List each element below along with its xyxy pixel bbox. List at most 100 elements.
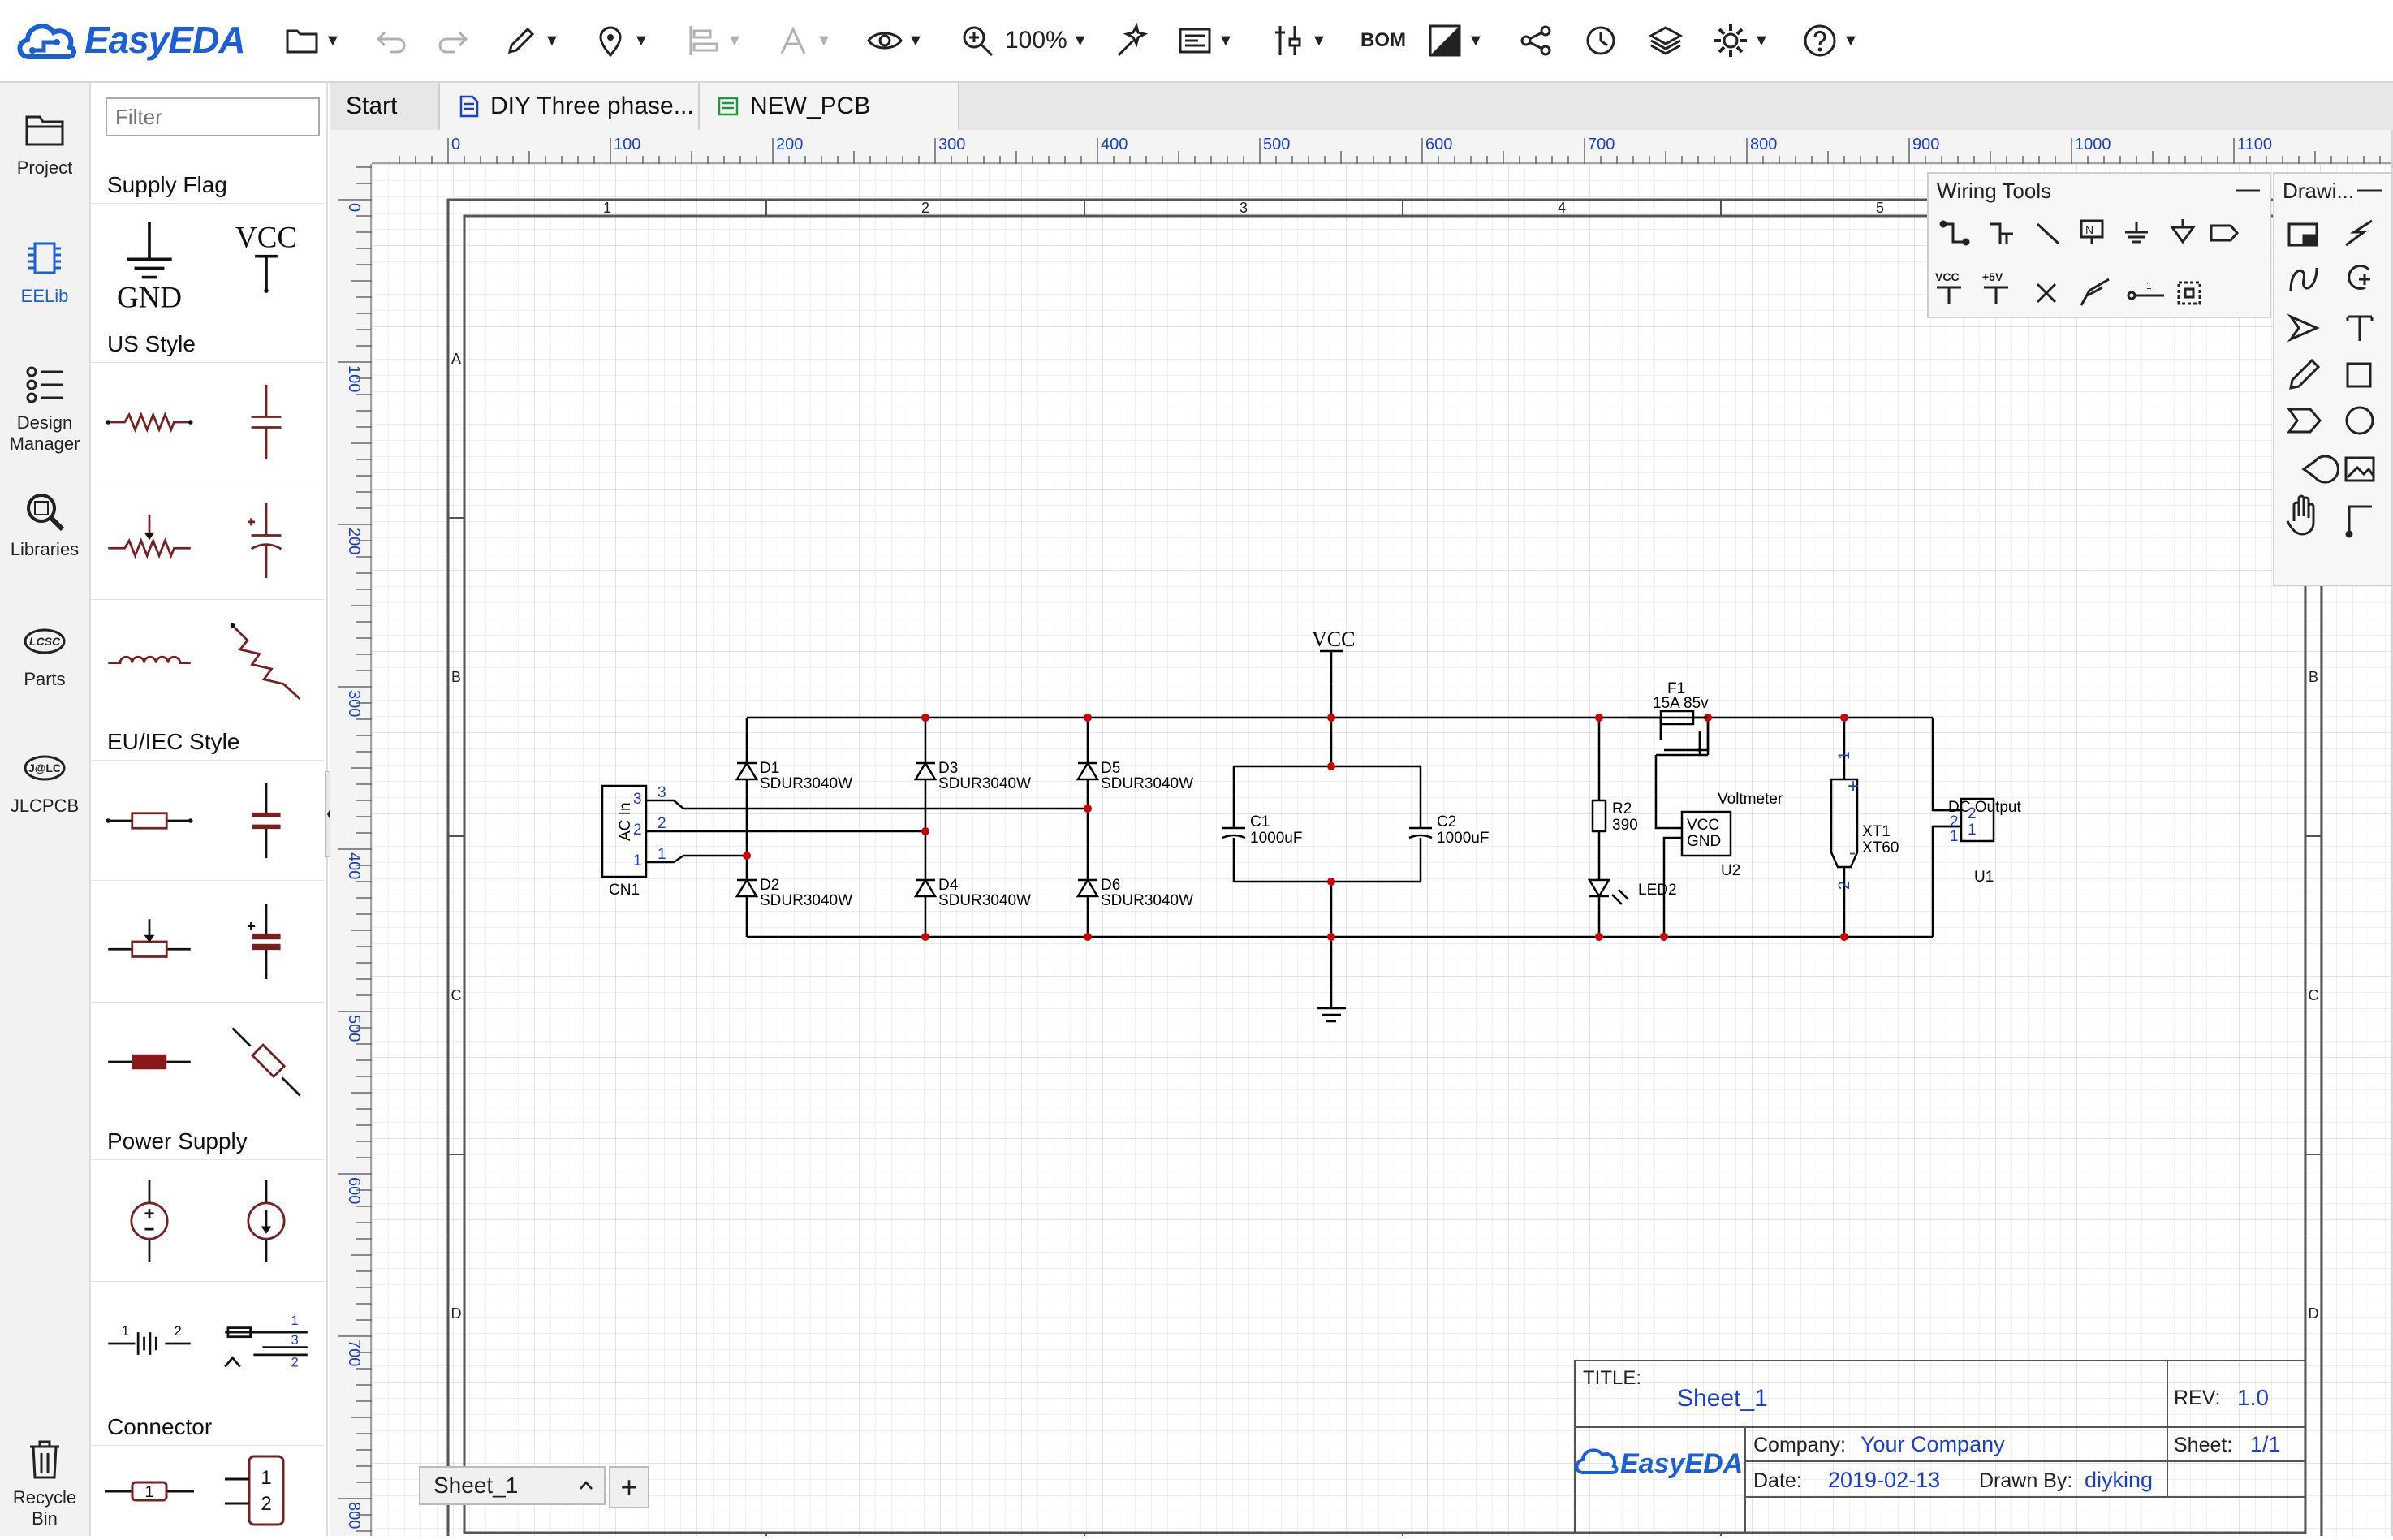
sheet-setting-icon[interactable] (2287, 222, 2318, 247)
pan-hand-icon[interactable] (2286, 494, 2315, 536)
us-inductor[interactable] (91, 599, 208, 718)
net-label-icon[interactable]: N (2080, 219, 2104, 244)
sheet-tab[interactable]: Sheet_1 (419, 1466, 606, 1505)
frame-row-label: A (451, 351, 461, 367)
ground-flag-icon[interactable] (2125, 222, 2148, 244)
add-sheet-button[interactable]: + (609, 1466, 649, 1508)
view-button[interactable]: ▼ (867, 19, 924, 62)
arc-icon[interactable] (2348, 265, 2370, 290)
theme-button[interactable]: ▼ (1427, 19, 1484, 62)
wires (646, 651, 1961, 1008)
nav-label: Recycle Bin (12, 1487, 77, 1529)
tools-button[interactable]: ▼ (1270, 19, 1327, 62)
pie-icon[interactable] (2301, 455, 2339, 484)
help-button[interactable]: ▼ (1802, 19, 1859, 62)
nav-libraries[interactable]: Libraries (0, 489, 89, 560)
wire-tool-icon[interactable] (1939, 220, 1970, 246)
jlc-badge: J@LC (28, 761, 61, 774)
freehand-pencil-icon[interactable] (2289, 358, 2321, 390)
vcc-symbol[interactable]: VCC (208, 203, 325, 322)
c1-ref: C1 (1250, 813, 1270, 830)
nav-recycle-bin[interactable]: Recycle Bin (0, 1437, 89, 1529)
title-block (1574, 1360, 2306, 1534)
nav-label: Parts (24, 669, 66, 689)
tab-start[interactable]: Start (330, 83, 440, 130)
history-button[interactable] (1583, 19, 1619, 62)
nav-parts[interactable]: LCSC Parts (0, 619, 89, 690)
undo-button[interactable] (373, 19, 409, 62)
layers-button[interactable] (1648, 19, 1684, 62)
ruler-x-label: 400 (1101, 136, 1128, 153)
header-1pin[interactable]: 1 (91, 1445, 208, 1537)
lightning-icon[interactable] (2345, 219, 2373, 247)
edit-button[interactable]: ▼ (503, 19, 560, 62)
image-icon[interactable] (2344, 456, 2375, 482)
ruler-y-label: 800 (345, 1502, 363, 1529)
us-varistor[interactable] (208, 599, 325, 718)
net-port-icon[interactable] (2170, 219, 2196, 244)
ruler-y-label: 600 (345, 1177, 363, 1204)
place-button[interactable]: ▼ (593, 19, 649, 62)
eu-varistor[interactable] (208, 1002, 325, 1121)
wiring-tools-panel: Wiring Tools — N VCC +5V 1 (1927, 172, 2271, 318)
rectangle-icon[interactable] (2346, 362, 2372, 388)
us-polarized-capacitor[interactable] (208, 481, 325, 600)
polygon-icon[interactable] (2287, 408, 2322, 434)
drawing-tools-panel: Drawi... — (2273, 172, 2393, 586)
eu-potentiometer[interactable] (91, 880, 208, 1003)
eu-polarized-capacitor[interactable] (208, 880, 325, 1003)
bus-tool-icon[interactable] (1990, 222, 2013, 244)
nav-project[interactable]: Project (0, 107, 89, 179)
polyline-icon[interactable] (2345, 505, 2372, 538)
arrow-icon[interactable] (2287, 313, 2320, 343)
nav-jlcpcb[interactable]: J@LC JLCPCB (0, 745, 89, 817)
share-button[interactable] (1518, 19, 1554, 62)
connector-1pin-icon: 1 (105, 1481, 194, 1502)
netlist-button[interactable]: ▼ (1177, 19, 1234, 62)
tab-schematic[interactable]: DIY Three phase... (440, 83, 700, 130)
wiring-tools-title: Wiring Tools (1937, 179, 2052, 203)
settings-button[interactable]: ▼ (1713, 19, 1770, 62)
vcc-flag-icon[interactable]: VCC (1935, 270, 1961, 304)
frame-col-label: 4 (1558, 200, 1566, 216)
zoom-button[interactable]: 100%▼ (959, 19, 1089, 62)
nav-design-manager[interactable]: Design Manager (0, 362, 89, 455)
category-eu-iec-style: EU/IEC Style (107, 729, 240, 754)
wiring-minimize-button[interactable]: — (2236, 175, 2260, 202)
bezier-icon[interactable] (2289, 267, 2318, 291)
redo-button[interactable] (435, 19, 471, 62)
eu-fuse[interactable] (91, 1002, 208, 1121)
text-icon[interactable] (2346, 315, 2374, 341)
c1-value: 1000uF (1250, 830, 1302, 847)
us-potentiometer[interactable] (91, 481, 208, 600)
plus5v-flag-icon[interactable]: +5V (1982, 270, 2008, 304)
drawing-minimize-button[interactable]: — (2357, 175, 2382, 202)
xt1-ref: XT1 (1862, 823, 1891, 840)
us-capacitor[interactable] (208, 362, 325, 481)
current-source[interactable] (208, 1159, 325, 1282)
group-icon[interactable] (2177, 281, 2201, 305)
magic-button[interactable] (1114, 19, 1149, 62)
pin-icon[interactable]: 1 (2127, 280, 2164, 300)
circle-icon[interactable] (2345, 406, 2374, 435)
bom-button[interactable]: BOM (1360, 19, 1406, 62)
us-resistor[interactable] (91, 362, 208, 481)
voltage-source[interactable] (91, 1159, 208, 1282)
align-button[interactable]: ▼ (686, 19, 743, 62)
eu-capacitor[interactable] (208, 760, 325, 881)
line-tool-icon[interactable] (2036, 222, 2060, 245)
no-connect-icon[interactable] (2036, 283, 2057, 304)
probe-icon[interactable] (2080, 278, 2110, 306)
nav-eelib[interactable]: EELib (0, 235, 89, 307)
filter-input[interactable] (106, 97, 320, 136)
measure-button[interactable]: ▼ (775, 19, 832, 62)
net-flag-icon[interactable] (2210, 224, 2240, 242)
file-button[interactable]: ▼ (284, 19, 341, 62)
tab-pcb[interactable]: NEW_PCB (700, 83, 959, 130)
gnd-symbol[interactable]: GND (91, 203, 208, 322)
eu-resistor[interactable] (91, 760, 208, 881)
